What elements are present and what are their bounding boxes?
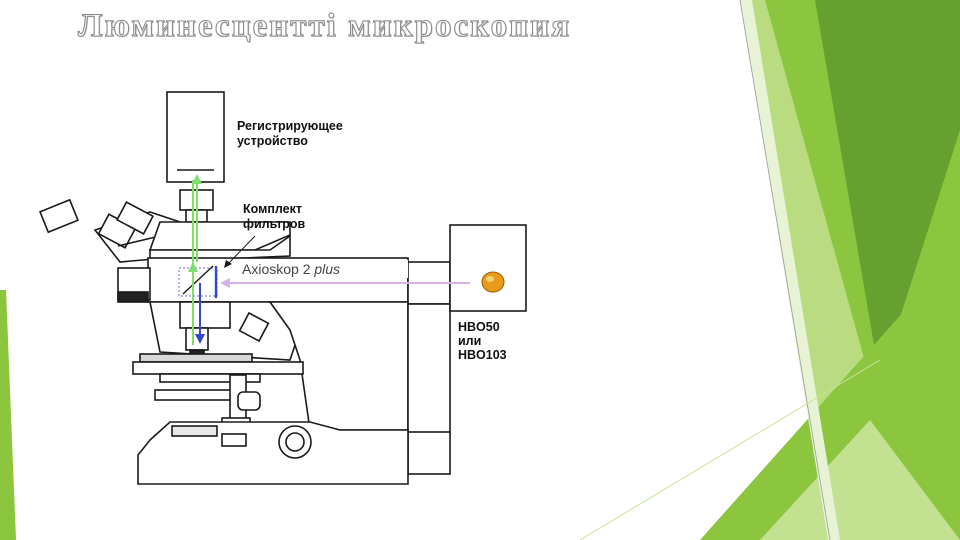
lamp-bulb-highlight [486,276,494,282]
filters-label-line1: Комплект [243,202,302,216]
eyepiece-1 [39,198,79,234]
objective-holder [179,301,231,329]
emission-arrow-mid [188,262,198,272]
deco-left-sliver [0,290,16,540]
tube-detail [117,235,161,247]
model-name: Axioskop 2 plus [242,261,340,277]
deco-bottom-wedge-light [760,420,960,540]
deco-thin-line-2 [579,359,881,540]
base-port [221,433,247,447]
recording-device [166,91,225,223]
focus-knob [237,391,261,411]
lamp-light-arrow [220,278,230,288]
base [137,421,409,485]
lamp-box [449,224,527,312]
filters-leader-line [225,235,256,267]
condenser-arm [154,389,236,401]
lamp-label-line2: или [458,334,481,348]
head-top [148,221,291,251]
lamp-housing [449,224,527,312]
deco-thin-line [739,0,831,540]
camera-body [166,91,225,183]
filters-leader-arrow [224,260,232,268]
arm-right-block [407,303,451,435]
slide-title: Люминесцентті микроскопия [77,7,572,44]
deco-thin-strip [740,0,840,540]
filter-head [148,221,291,263]
emission-arrow-top [192,174,202,184]
stage-body [132,361,304,375]
lamp-label-line1: HBO50 [458,320,500,334]
lamp-bulb [481,271,505,293]
recorder-label-line1: Регистрирующее [237,119,343,133]
filters-pointer [224,235,256,268]
stage [132,353,304,383]
lamp-label-line3: HBO103 [458,348,507,362]
deco-right-panel-dark [815,0,960,380]
objective [185,327,209,351]
model-label-background [238,260,408,278]
dichroic-mirror [182,265,214,295]
base-knob-inner [285,432,305,452]
filters-label-line2: фильтров [243,217,306,231]
base-body [137,421,409,485]
lower-lamp-port [407,431,451,475]
excitation-arrow [195,334,205,344]
eyepiece-3 [115,201,155,235]
stage-bar [159,373,261,383]
model-suffix: plus [313,261,340,277]
objective-assembly [179,301,270,357]
nosepiece-base [117,291,149,303]
recorder-label-line2: устройство [237,134,308,148]
base-control-strip [171,425,218,437]
optical-paths [178,174,470,345]
stage-plate [139,353,253,363]
side-objective [238,311,270,343]
